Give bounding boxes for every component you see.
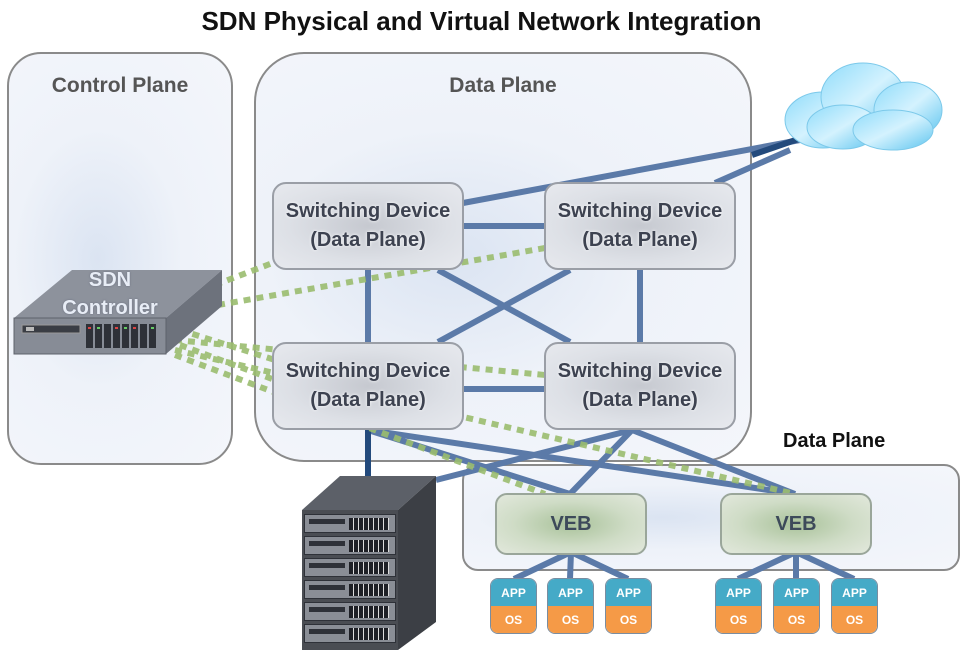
switch-label: Switching Device: [285, 200, 451, 222]
link-veb2-vm4: [736, 549, 798, 582]
switch-label: Switching Device: [557, 200, 723, 222]
virtual-data-plane-label: Data Plane: [783, 430, 886, 452]
app-layer: APP: [548, 579, 593, 606]
rack-server-unit: [304, 580, 396, 599]
link-veb1-vm3: [569, 549, 630, 582]
switch-label: Switching Device: [557, 360, 723, 382]
rack-server-unit: [304, 602, 396, 621]
controller-label-line1: SDN: [88, 269, 132, 291]
rack-server-unit: [304, 536, 396, 555]
control-link-sw3a: [179, 327, 276, 363]
server-rack-units: [304, 514, 396, 646]
diagram-title: SDN Physical and Virtual Network Integra…: [201, 6, 762, 36]
control-link-sw3b: [178, 342, 277, 383]
os-layer: OS: [832, 606, 877, 633]
link-sw3-veb1: [367, 427, 571, 497]
veb-label: VEB: [775, 512, 817, 535]
app-layer: APP: [491, 579, 536, 606]
control-plane-label: Control Plane: [51, 74, 189, 97]
link-sw4-veb2: [630, 427, 797, 497]
os-layer: OS: [774, 606, 819, 633]
switch-sublabel: (Data Plane): [310, 389, 426, 411]
switching-device-bottom-left[interactable]: Switching Device (Data Plane): [272, 342, 464, 430]
switch-sublabel: (Data Plane): [310, 229, 426, 251]
app-layer: APP: [832, 579, 877, 606]
controller-label-line2: Controller: [62, 297, 158, 319]
rack-server-unit: [304, 514, 396, 533]
veb-label: VEB: [550, 512, 592, 535]
switch-sublabel: (Data Plane): [582, 389, 698, 411]
link-sw2-cloud: [713, 147, 792, 186]
cloud-icon: [784, 62, 943, 151]
switching-device-top-left[interactable]: Switching Device (Data Plane): [272, 182, 464, 270]
link-sw4-veb1: [567, 427, 635, 497]
link-veb2-vm6: [794, 549, 856, 582]
veb-left[interactable]: VEB: [495, 493, 647, 555]
switch-label: Switching Device: [285, 360, 451, 382]
switch-sublabel: (Data Plane): [582, 229, 698, 251]
control-plane-panel: Control Plane: [7, 52, 233, 465]
switching-device-top-right[interactable]: Switching Device (Data Plane): [544, 182, 736, 270]
data-plane-label: Data Plane: [449, 74, 557, 97]
os-layer: OS: [606, 606, 651, 633]
rack-server-unit: [304, 558, 396, 577]
link-sw1-cloud: [462, 137, 801, 206]
app-layer: APP: [606, 579, 651, 606]
os-layer: OS: [548, 606, 593, 633]
link-veb1-vm2: [567, 551, 574, 580]
os-layer: OS: [491, 606, 536, 633]
switching-device-bottom-right[interactable]: Switching Device (Data Plane): [544, 342, 736, 430]
rack-server-unit: [304, 624, 396, 643]
link-sw3-veb2: [367, 427, 796, 497]
link-sw2-sw3: [436, 267, 572, 345]
server-appliance-icon[interactable]: [12, 266, 224, 356]
app-layer: APP: [774, 579, 819, 606]
link-sw4-rack: [435, 427, 633, 483]
sdn-controller-label: SDN Controller: [40, 266, 180, 322]
control-link-sw2: [217, 245, 546, 308]
os-layer: OS: [716, 606, 761, 633]
veb-right[interactable]: VEB: [720, 493, 872, 555]
control-link-sw1: [213, 259, 277, 288]
app-layer: APP: [716, 579, 761, 606]
link-veb1-vm1: [512, 549, 573, 582]
